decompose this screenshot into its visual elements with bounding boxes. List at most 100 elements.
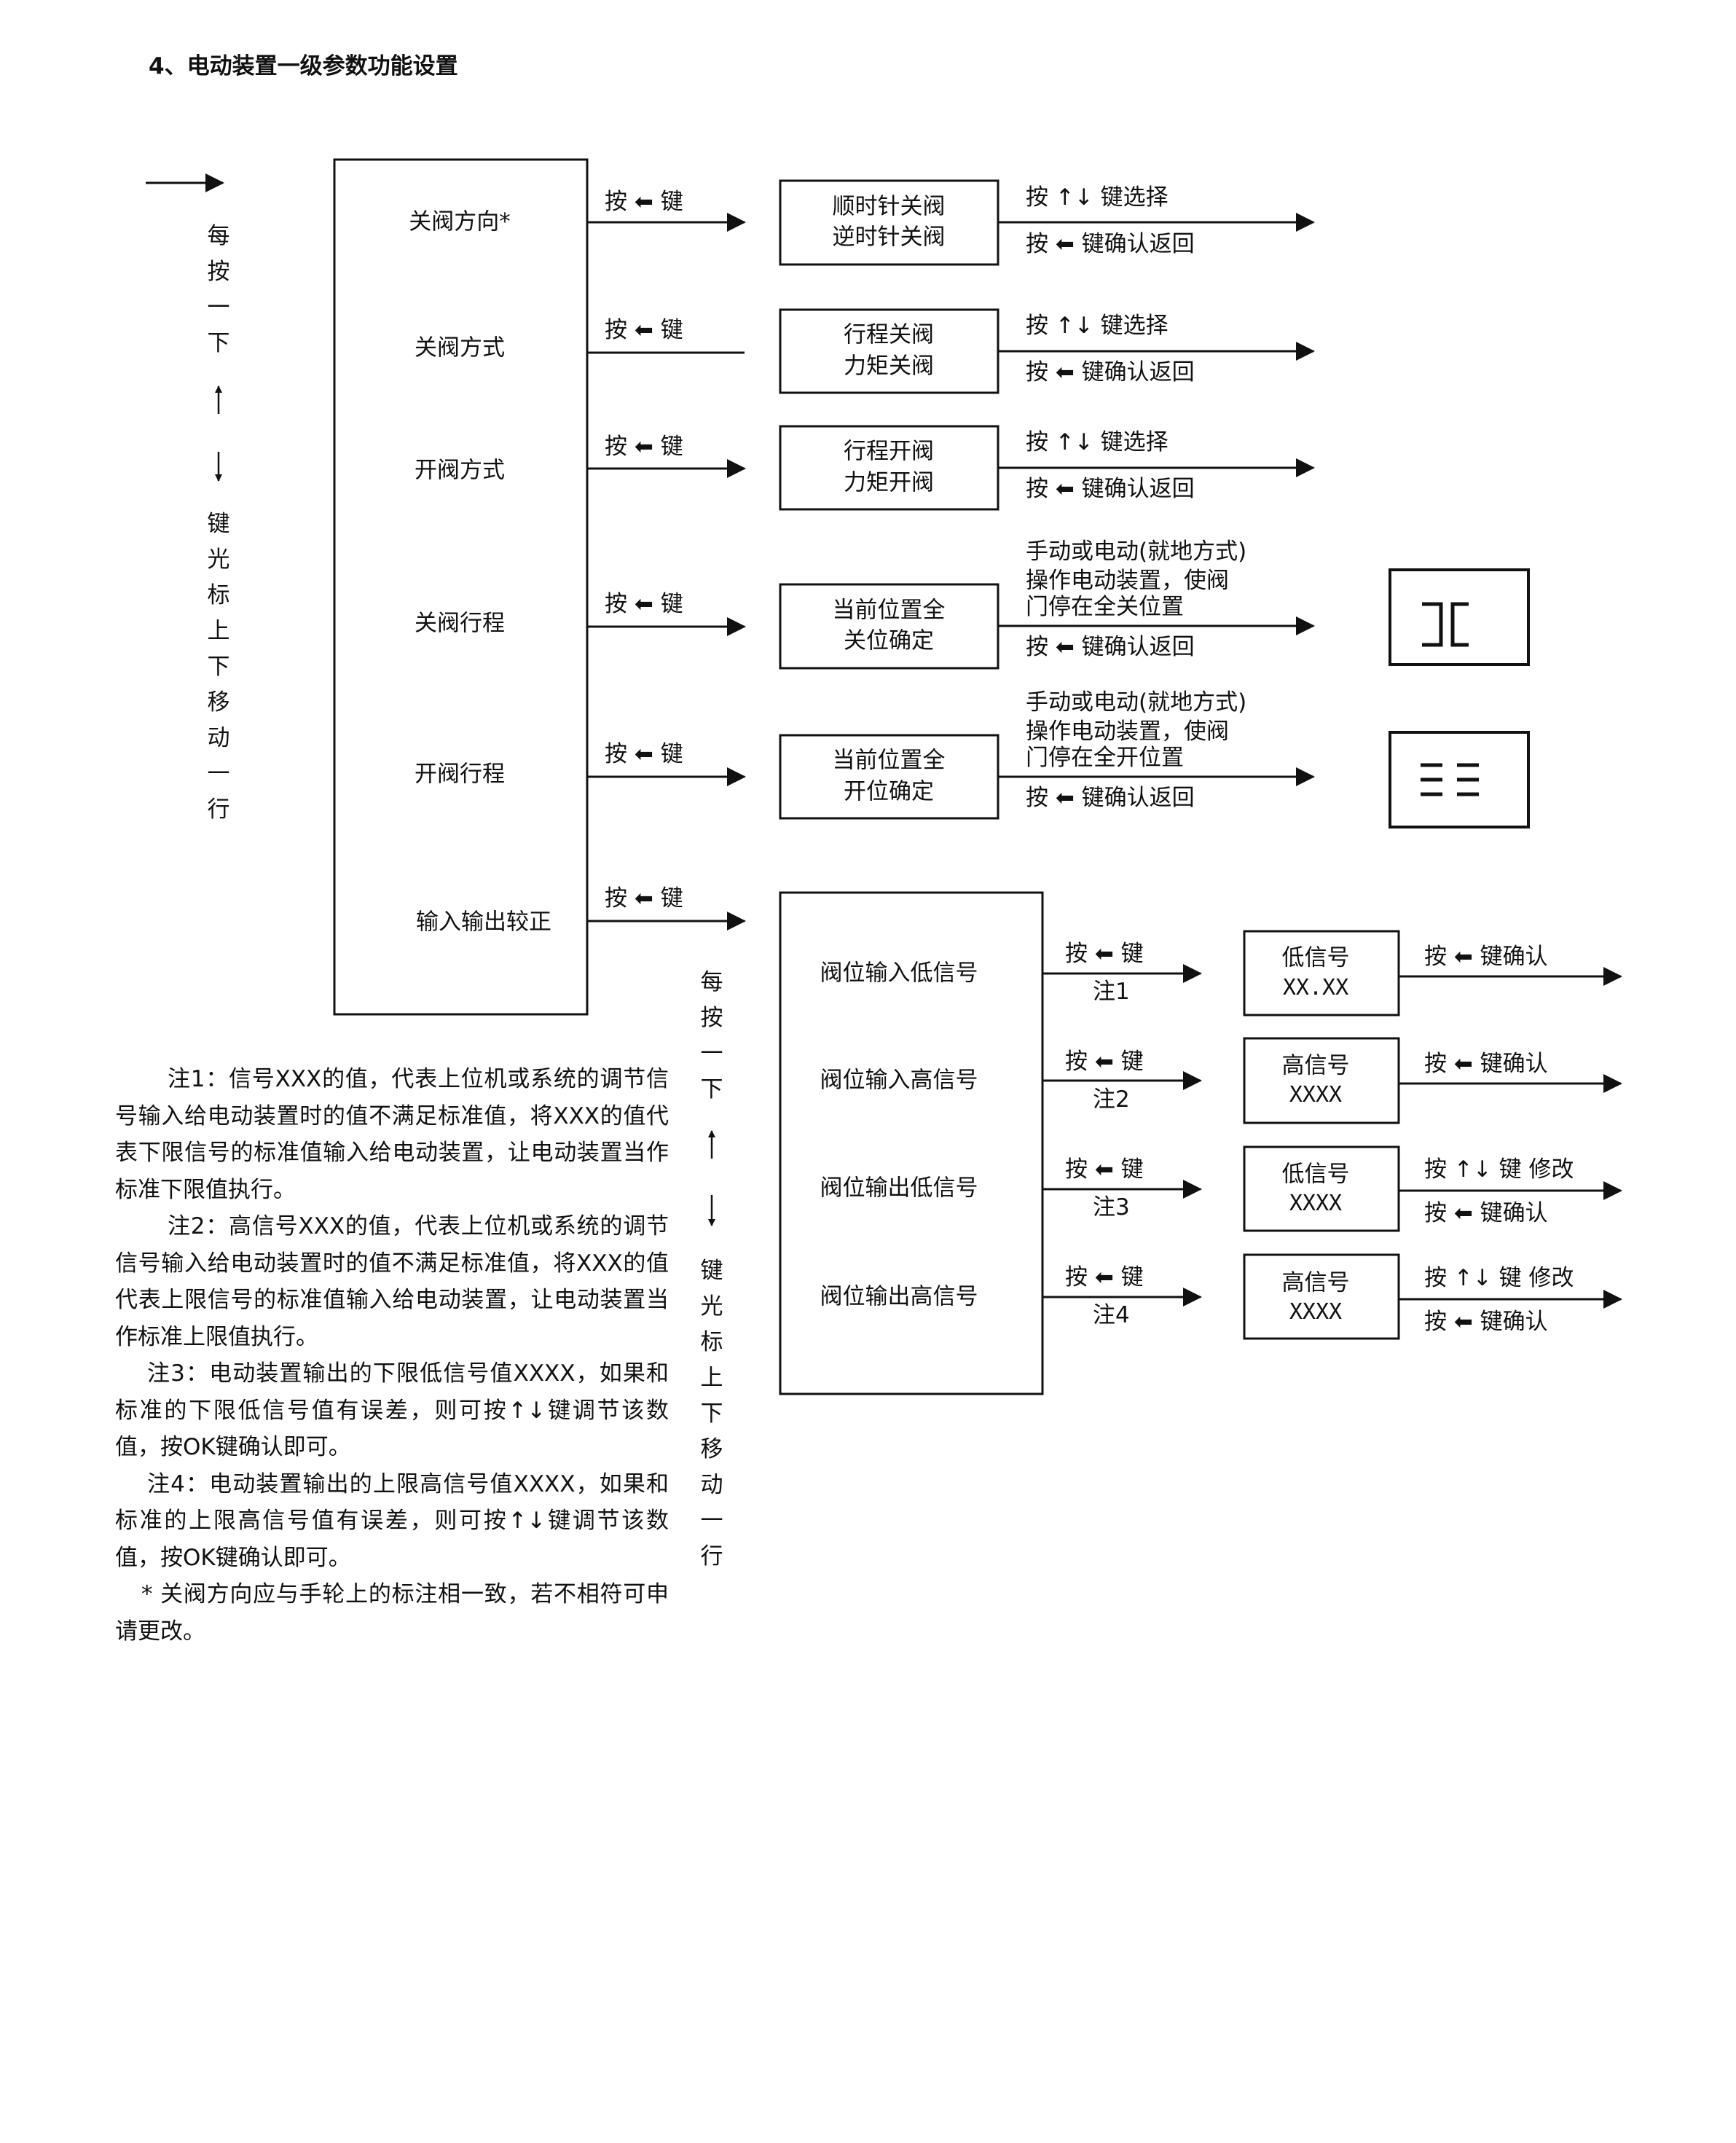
calib-output-high: 阀位输出高信号 [820,1283,978,1310]
option-3-line-1: 行程开阀 [844,438,934,465]
option-1-line-2: 逆时针关阀 [832,224,946,251]
left-col-char: 按 [207,259,230,285]
option-5-instruction-line-2: 操作电动装置，使阀 [1026,718,1229,745]
option-2-select-action: 按 ↑↓ 键选择 [1026,313,1169,339]
signal-1-confirm: 按 ⬅ 键确认 [1424,944,1548,970]
left-col-char: 下 [207,654,230,680]
option-1-line-1: 顺时针关阀 [832,193,946,220]
note-4: 注4：电动装置输出的上限高信号值XXXX，如果和标准的上限高信号值有误差，则可按… [115,1470,669,1571]
menu-item-close-mode: 关阀方式 [415,334,505,361]
option-5-line-1: 当前位置全 [832,747,946,774]
option-4-instruction-line-1: 手动或电动(就地方式) [1026,538,1247,565]
note-2: 注2：高信号XXX的值，代表上位机或系统的调节信号输入给电动装置时的值不满足标准… [115,1213,669,1350]
display-box-closed [1389,568,1530,666]
signal-4-label: 高信号 [1281,1269,1350,1296]
calib-input-low: 阀位输入低信号 [820,960,978,987]
signal-box-3 [1243,1145,1400,1232]
mid-col-char: 动 [700,1472,723,1498]
left-col-char: 移 [207,689,230,716]
notes-block: 注1：信号XXX的值，代表上位机或系统的调节信号输入给电动装置时的值不满足标准值… [115,1061,669,1650]
signal-4-value: XXXX [1289,1299,1343,1325]
signal-2-value: XXXX [1289,1082,1343,1108]
left-col-char: 每 [207,223,230,249]
mid-col-char: 一 [700,1508,723,1534]
display-glyph-closed [1422,602,1469,647]
mid-col-char: 移 [700,1436,723,1462]
mid-col-char: 光 [700,1293,723,1320]
press-key-label-3: 按 ⬅ 键 [605,434,683,460]
mid-col-char: 行 [700,1543,723,1570]
menu-item-open-stroke: 开阀行程 [415,761,505,788]
option-5-instruction-line-3: 门停在全开位置 [1026,745,1184,771]
left-col-char: 一 [207,761,230,787]
left-col-char: 键 [207,511,230,537]
calib-press-4: 按 ⬅ 键 [1065,1264,1144,1290]
press-key-label-1: 按 ⬅ 键 [605,189,683,215]
press-key-label-5: 按 ⬅ 键 [605,741,683,767]
menu-item-open-mode: 开阀方式 [415,457,505,484]
signal-4-modify: 按 ↑↓ 键 修改 [1424,1265,1574,1291]
calibration-box [779,891,1044,1395]
calib-press-2: 按 ⬅ 键 [1065,1049,1144,1075]
press-key-label-6: 按 ⬅ 键 [605,885,683,912]
calib-note-1: 注1 [1093,979,1130,1005]
left-col-char: 上 [207,618,230,644]
calib-press-1: 按 ⬅ 键 [1065,941,1144,967]
option-3-line-2: 力矩开阀 [844,469,934,496]
option-2-confirm-action: 按 ⬅ 键确认返回 [1026,359,1195,385]
signal-3-modify: 按 ↑↓ 键 修改 [1424,1156,1574,1183]
signal-3-value: XXXX [1289,1191,1343,1216]
mid-col-char: 标 [700,1329,723,1355]
signal-3-label: 低信号 [1281,1161,1350,1188]
mid-col-char: 上 [700,1365,723,1391]
menu-item-close-stroke: 关阀行程 [415,610,505,637]
signal-box-2 [1243,1037,1400,1124]
signal-4-confirm: 按 ⬅ 键确认 [1424,1309,1548,1335]
press-key-label-4: 按 ⬅ 键 [605,591,683,617]
option-3-confirm-action: 按 ⬅ 键确认返回 [1026,476,1195,502]
calib-input-high: 阀位输入高信号 [820,1067,978,1094]
option-5-instruction-line-1: 手动或电动(就地方式) [1026,689,1247,716]
menu-box [333,158,589,1016]
option-4-instruction-line-2: 操作电动装置，使阀 [1026,568,1229,594]
mid-col-char: 下 [700,1400,723,1427]
menu-item-io-calibration: 输入输出较正 [416,909,551,936]
menu-item-close-direction: 关阀方向* [409,208,511,235]
option-2-line-1: 行程关阀 [844,321,934,348]
mid-column-top: 每 按 一 下 [694,965,730,1108]
signal-1-label: 低信号 [1281,944,1350,971]
left-col-char: 一 [207,294,230,321]
signal-box-4 [1243,1253,1400,1340]
left-col-char: 动 [207,725,230,751]
calib-press-3: 按 ⬅ 键 [1065,1156,1144,1183]
mid-col-char: 一 [700,1041,723,1067]
calib-note-2: 注2 [1093,1086,1130,1113]
option-1-confirm-action: 按 ⬅ 键确认返回 [1026,231,1195,257]
mid-col-char: 下 [700,1076,723,1102]
option-3-select-action: 按 ↑↓ 键选择 [1026,429,1169,455]
option-4-line-1: 当前位置全 [832,597,946,624]
option-5-confirm-action: 按 ⬅ 键确认返回 [1026,785,1195,811]
note-3: 注3：电动装置输出的下限低信号值XXXX，如果和标准的下限低信号值有误差，则可按… [115,1360,669,1460]
option-2-line-2: 力矩关阀 [844,353,934,380]
display-box-open [1389,731,1530,828]
option-4-instruction-line-3: 门停在全关位置 [1026,594,1184,620]
option-1-select-action: 按 ↑↓ 键选择 [1026,184,1169,211]
signal-2-confirm: 按 ⬅ 键确认 [1424,1051,1548,1077]
signal-1-value: XX.XX [1282,975,1349,1000]
calib-output-low: 阀位输出低信号 [820,1175,978,1202]
mid-col-char: 每 [700,969,723,995]
signal-box-1 [1243,930,1400,1016]
display-glyph-open [1421,763,1479,796]
option-5-line-2: 开位确定 [844,778,934,805]
option-4-line-2: 关位确定 [844,627,934,654]
left-col-char: 下 [207,330,230,356]
left-col-char: 行 [207,796,230,823]
note-1: 注1：信号XXX的值，代表上位机或系统的调节信号输入给电动装置时的值不满足标准值… [115,1066,669,1203]
calib-note-3: 注3 [1093,1194,1130,1221]
left-col-char: 标 [207,582,230,608]
calib-note-4: 注4 [1093,1302,1130,1328]
mid-column-bottom: 键 光 标 上 下 移 动 一 行 [694,1253,730,1575]
